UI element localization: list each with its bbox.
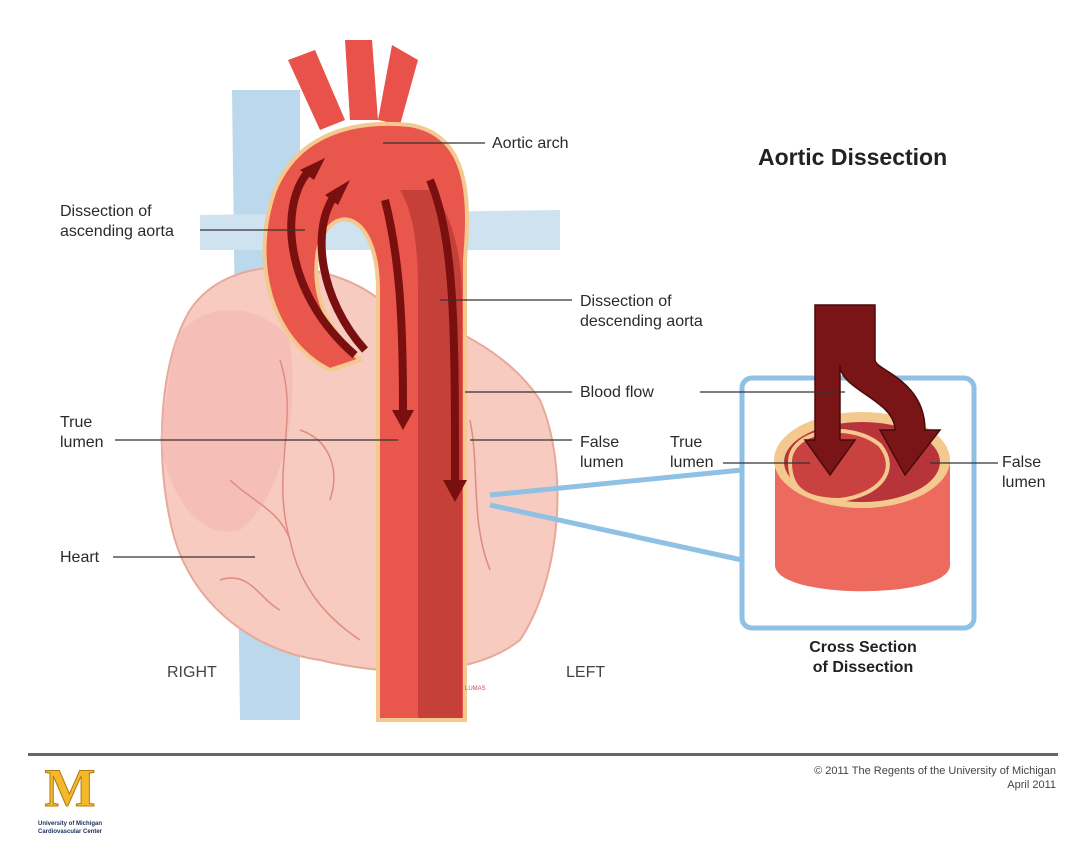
leader-lines <box>113 142 998 558</box>
label-line: False <box>1002 454 1042 471</box>
arch-branches <box>288 40 418 130</box>
label-heart: Heart <box>60 549 100 566</box>
label-line: descending aorta <box>580 313 703 330</box>
artist-signature: LUMAS <box>465 686 486 692</box>
label-line: True <box>670 434 703 451</box>
cross-section-caption: Cross Section of Dissection <box>790 638 936 678</box>
arrow-heads <box>300 158 467 502</box>
logo-text-2: Cardiovascular Center <box>37 829 103 835</box>
label-false-lumen: False lumen <box>580 433 624 473</box>
right-atrium <box>160 310 293 532</box>
footer-credit: © 2011 The Regents of the University of … <box>814 764 1056 792</box>
label-left: LEFT <box>566 664 606 681</box>
label-dissection-ascending: Dissection of ascending aorta <box>60 202 174 242</box>
label-cs-true-lumen: True lumen <box>670 433 714 473</box>
date-text: April 2011 <box>1007 779 1056 791</box>
coronary-vessels <box>219 359 491 641</box>
footer-divider <box>28 753 1058 756</box>
caption-line: of Dissection <box>812 659 914 676</box>
callout-lines <box>489 467 743 563</box>
label-line: False <box>580 434 620 451</box>
label-cs-false-lumen: False lumen <box>1002 453 1046 493</box>
false-lumen-channel <box>400 190 462 718</box>
copyright-text: © 2011 The Regents of the University of … <box>814 765 1056 777</box>
caption-line: Cross Section <box>809 639 917 656</box>
label-dissection-descending: Dissection of descending aorta <box>580 292 703 332</box>
logo-letter: M <box>44 758 96 819</box>
diagram-title: Aortic Dissection <box>758 144 948 170</box>
label-line: lumen <box>1002 474 1046 491</box>
aorta <box>262 121 469 722</box>
logo-text-1: University of Michigan <box>37 821 102 827</box>
label-line: Dissection of <box>60 203 152 220</box>
label-line: lumen <box>60 434 104 451</box>
label-line: ascending aorta <box>60 223 174 240</box>
label-line: lumen <box>670 454 714 471</box>
label-line: True <box>60 414 93 431</box>
label-true-lumen: True lumen <box>60 413 104 453</box>
blood-flow-arrows <box>287 167 459 481</box>
label-line: Dissection of <box>580 293 672 310</box>
label-aortic-arch: Aortic arch <box>492 135 569 152</box>
university-logo: M University of Michigan Cardiovascular … <box>28 756 112 836</box>
label-right: RIGHT <box>167 664 217 681</box>
label-line: lumen <box>580 454 624 471</box>
cross-section-arrows <box>803 304 942 477</box>
label-blood-flow: Blood flow <box>580 384 654 401</box>
